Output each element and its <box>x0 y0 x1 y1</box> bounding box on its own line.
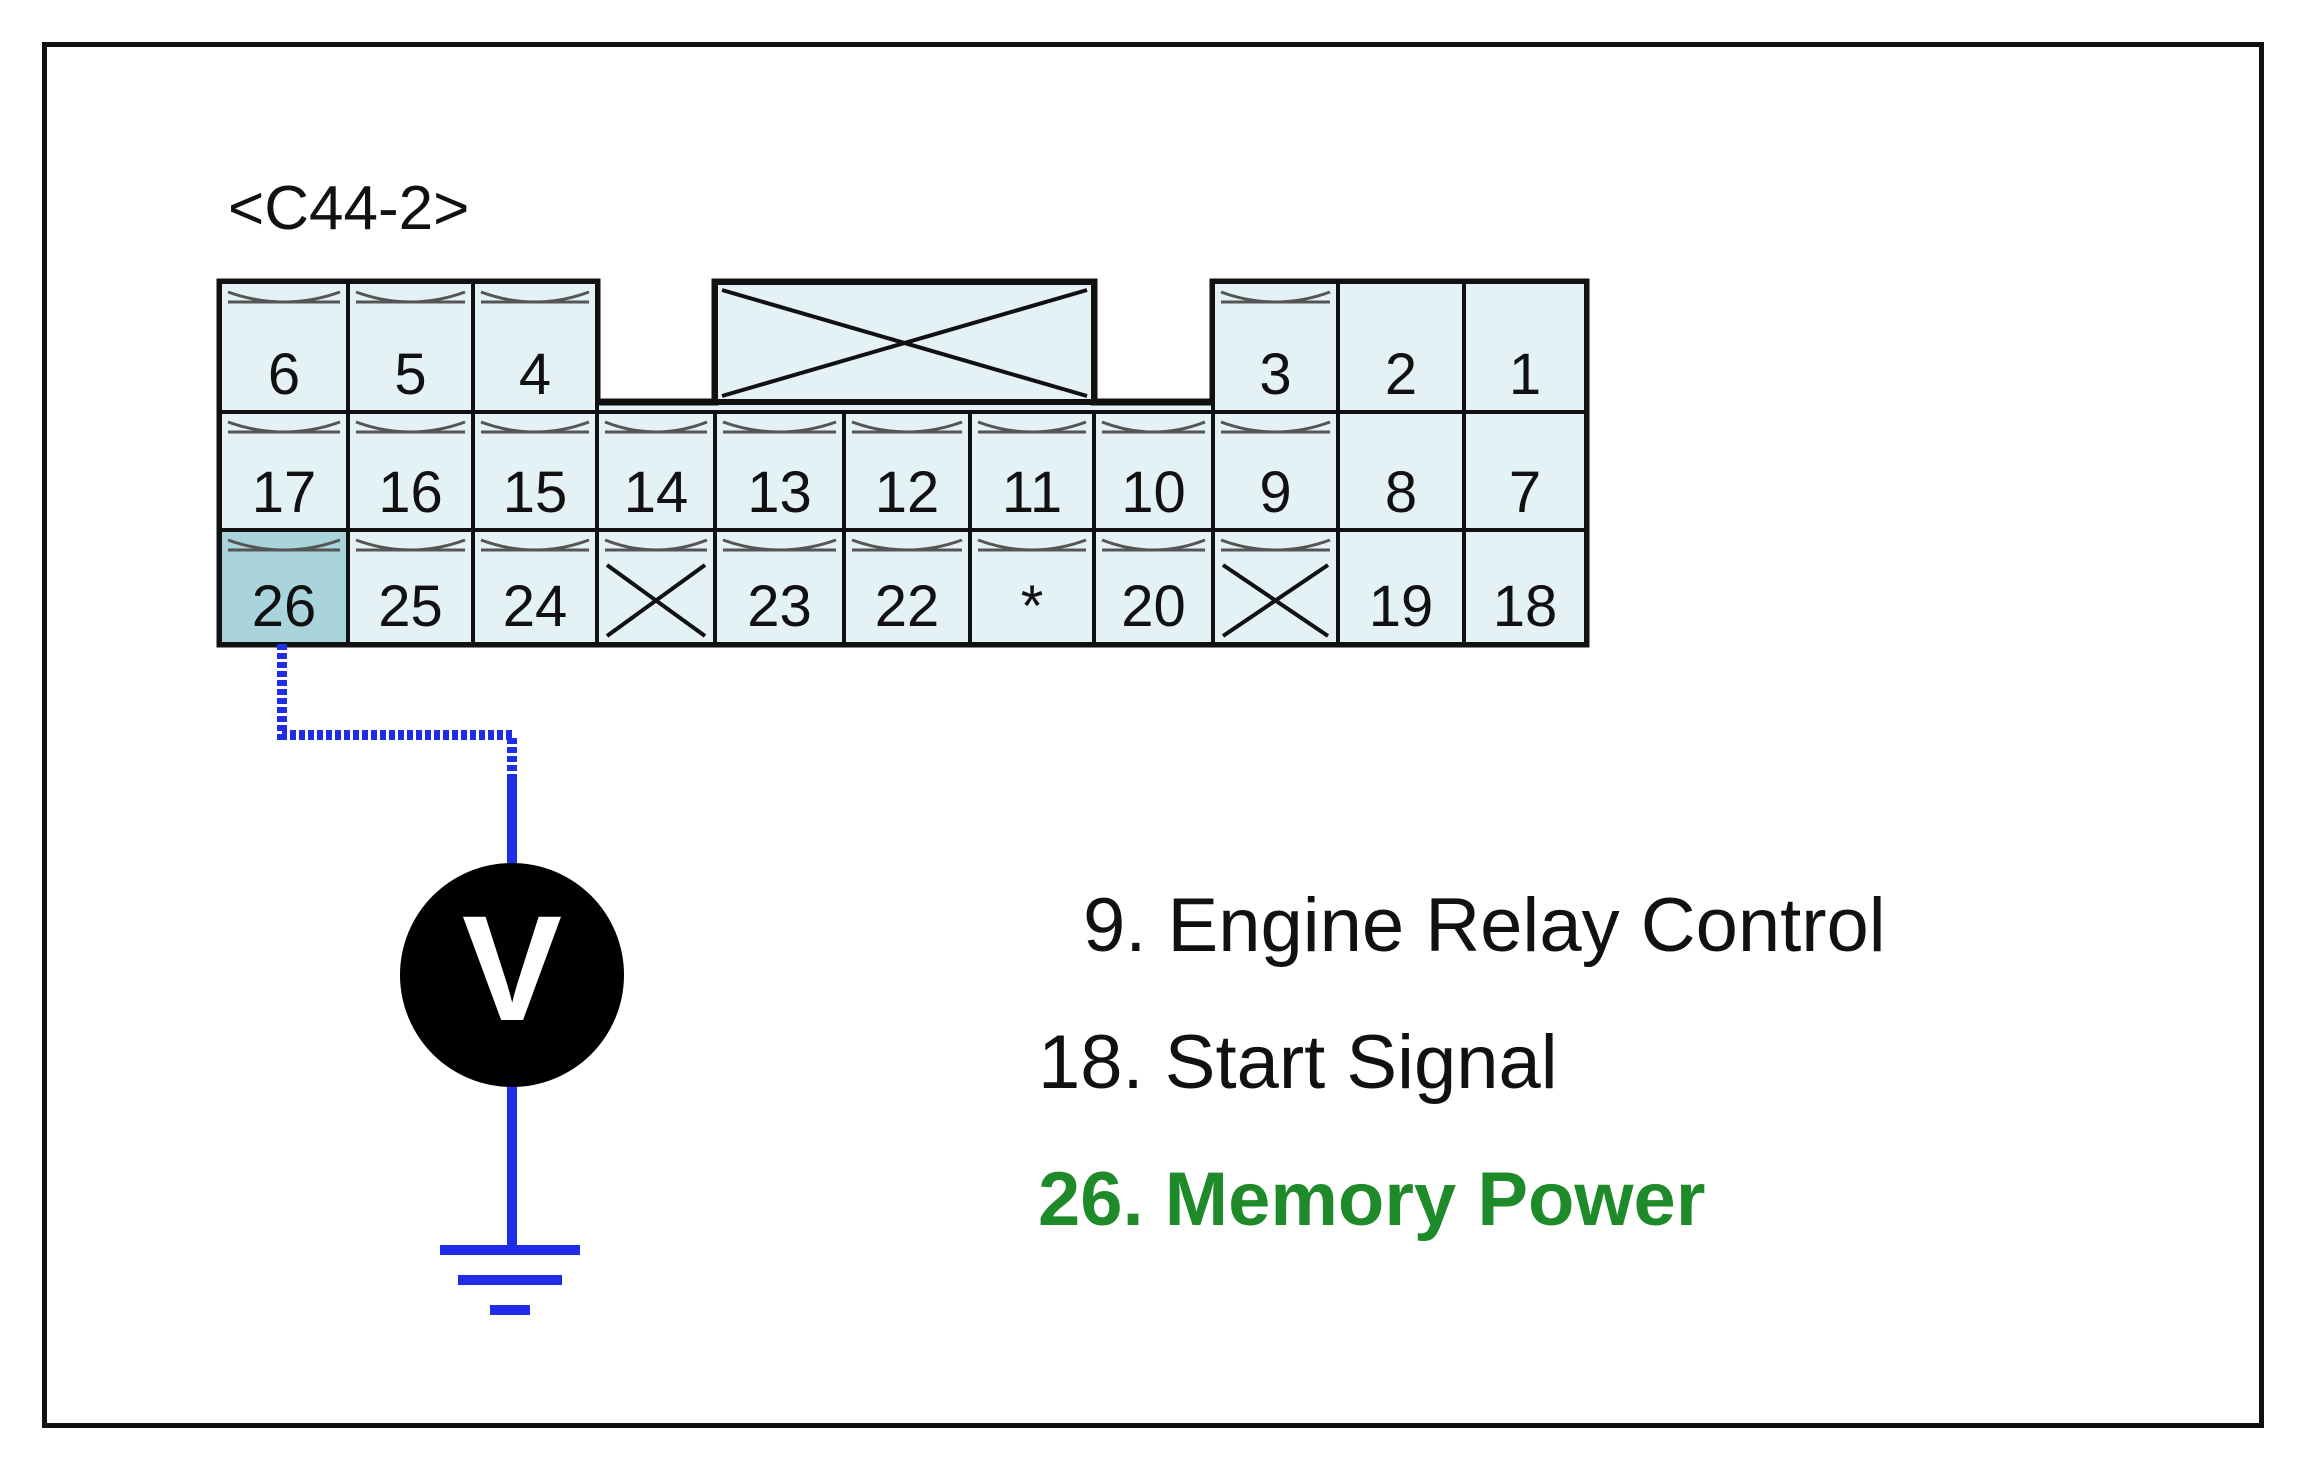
pin-latch-icon <box>480 290 590 304</box>
pin-latch-icon <box>851 420 963 434</box>
pin-number: 17 <box>252 460 317 525</box>
pin-latch-icon <box>480 420 590 434</box>
pin-latch-icon <box>977 420 1087 434</box>
pin-number: 18 <box>1493 574 1558 639</box>
pin-number: 4 <box>519 342 551 407</box>
pin-number: 15 <box>503 460 568 525</box>
empty-pin-cross <box>1221 563 1330 638</box>
pin-number: 13 <box>747 460 812 525</box>
legend-pin-number: 18. <box>1038 1020 1144 1105</box>
pin-latch-icon <box>1220 420 1331 434</box>
pin-latch-icon <box>722 538 837 552</box>
pin-number: 2 <box>1385 342 1417 407</box>
pin-cell <box>1462 280 1588 414</box>
pin-cell <box>1336 528 1466 646</box>
voltmeter-icon <box>400 863 624 1087</box>
legend-label: Memory Power <box>1164 1157 1706 1242</box>
pin-latch-icon <box>227 290 341 304</box>
pin-number: 22 <box>875 574 940 639</box>
pin-latch-icon <box>480 538 590 552</box>
pin-latch-icon <box>227 420 341 434</box>
pin-latch-icon <box>851 538 963 552</box>
connector-label: <C44-2> <box>228 174 470 243</box>
pin-number: 19 <box>1369 574 1434 639</box>
pin-number: 25 <box>378 574 443 639</box>
legend-item-start-signal: 18. Start Signal <box>1038 1025 1558 1101</box>
pin-number: 1 <box>1509 342 1541 407</box>
legend-label: Engine Relay Control <box>1167 883 1886 968</box>
pin-number: 16 <box>378 460 443 525</box>
pin-latch-icon <box>355 538 466 552</box>
pin-cell <box>1211 528 1340 646</box>
pin-latch-icon <box>604 538 708 552</box>
pin-latch-icon <box>722 420 837 434</box>
pin-number: 11 <box>1002 460 1062 525</box>
pin-number: * <box>1021 574 1044 639</box>
pin-number: 26 <box>252 574 317 639</box>
legend-pin-number: 9. <box>1083 883 1147 968</box>
pin-number: 14 <box>624 460 689 525</box>
pin-number: 5 <box>394 342 426 407</box>
blank-cavity-cross <box>721 288 1088 398</box>
pin-latch-icon <box>355 290 466 304</box>
pin-number: 23 <box>747 574 812 639</box>
pin-latch-icon <box>1101 420 1206 434</box>
legend-label: Start Signal <box>1164 1020 1558 1105</box>
pin-cell <box>471 280 599 414</box>
pin-latch-icon <box>227 538 341 552</box>
pin-latch-icon <box>977 538 1087 552</box>
pin-latch-icon <box>604 420 708 434</box>
pin-number: 7 <box>1509 460 1541 525</box>
empty-pin-cross <box>605 563 707 638</box>
pin-cell <box>1462 528 1588 646</box>
pin-latch-icon <box>1101 538 1206 552</box>
pin-latch-icon <box>1220 290 1331 304</box>
pin-number: 12 <box>875 460 940 525</box>
pin-number: 3 <box>1259 342 1291 407</box>
pin-cell <box>218 280 350 414</box>
probe-wire <box>277 644 517 865</box>
legend-pin-number: 26. <box>1038 1157 1144 1242</box>
legend-item-engine-relay-control: 9. Engine Relay Control <box>1083 888 1886 964</box>
legend-item-memory-power: 26. Memory Power <box>1038 1162 1705 1238</box>
pin-number: 24 <box>503 574 568 639</box>
pin-number: 8 <box>1385 460 1417 525</box>
pin-number: 9 <box>1259 460 1291 525</box>
voltmeter-symbol: V <box>462 884 562 1052</box>
pin-latch-icon <box>355 420 466 434</box>
pin-number: 6 <box>268 342 300 407</box>
pin-cell <box>595 528 717 646</box>
pin-number: 10 <box>1121 460 1186 525</box>
pin-latch-icon <box>1220 538 1331 552</box>
pin-number: 20 <box>1121 574 1186 639</box>
